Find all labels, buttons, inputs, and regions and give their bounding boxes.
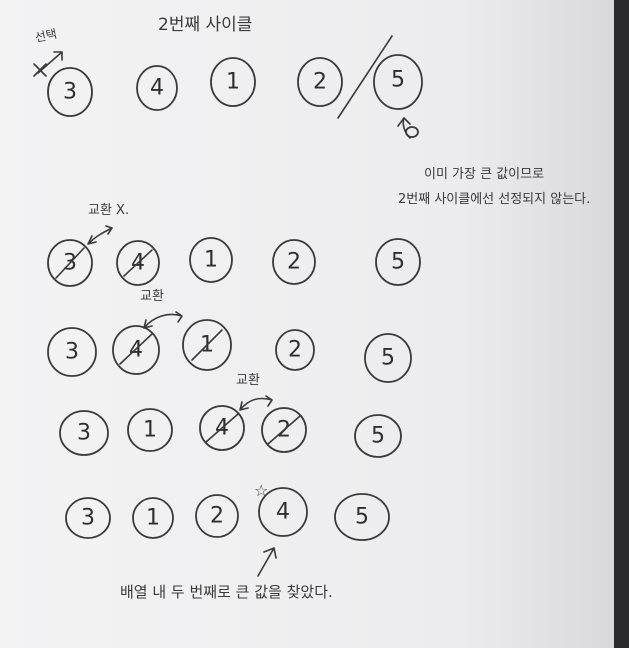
row-3-swap-arrow — [143, 311, 183, 329]
row-1-circle-3: 1 — [226, 70, 240, 95]
row-5-circle-5: 5 — [355, 505, 369, 530]
row-3-circle-1: 3 — [65, 340, 79, 365]
row-1-circle-4: 2 — [313, 70, 327, 95]
star-mark: ☆ — [254, 481, 268, 500]
row-4-swap-arrow — [239, 395, 273, 411]
note-top-arrow-loop — [405, 126, 419, 138]
select-cross-mark — [33, 63, 47, 77]
row-1-circle-1: 3 — [63, 80, 77, 105]
note-top-line-2: 2번째 사이클에선 선정되지 않는다. — [398, 192, 590, 207]
row-2-circle-4: 2 — [287, 250, 301, 275]
note-bottom: 배열 내 두 번째로 큰 값을 찾았다. — [120, 583, 333, 601]
row-3: 3 4 1 2 5 — [47, 319, 412, 383]
row-2-circle-5: 5 — [391, 250, 405, 275]
paper-sheet — [0, 0, 614, 648]
dark-edge — [614, 0, 629, 648]
row-3-circle-4: 2 — [288, 338, 302, 363]
row-1: 3 4 1 2 5 — [47, 35, 423, 119]
row-4-annotation: 교환 — [236, 373, 260, 388]
row-5-circle-4: 4 — [276, 500, 290, 525]
row-3-circle-5: 5 — [381, 346, 395, 371]
row-1-circle-5: 5 — [391, 68, 405, 93]
row-5: 3 1 2 4 5 — [65, 487, 390, 541]
select-label: 선택 — [34, 27, 59, 45]
row-2-swap-arrow — [87, 225, 113, 245]
divider-slash — [337, 35, 393, 119]
row-4: 3 1 4 2 5 — [59, 405, 402, 458]
row-2-annotation: 교환 X. — [88, 203, 129, 218]
row-4-circle-2: 1 — [143, 418, 157, 443]
row-4-circle-1: 3 — [77, 421, 91, 446]
note-top-line-1: 이미 가장 큰 값이므로 — [424, 167, 544, 182]
row-5-circle-1: 3 — [81, 506, 95, 531]
row-3-annotation: 교환 — [140, 289, 164, 304]
row-4-circle-5: 5 — [371, 424, 385, 449]
row-5-circle-2: 1 — [146, 506, 160, 531]
diagram-title: 2번째 사이클 — [158, 15, 252, 35]
row-1-circle-2: 4 — [150, 76, 164, 101]
note-bottom-arrow — [257, 547, 277, 577]
select-arrow — [37, 51, 63, 74]
row-2: 3 4 1 2 5 — [47, 237, 421, 287]
row-2-circle-3: 1 — [204, 248, 218, 273]
row-5-circle-3: 2 — [210, 504, 224, 529]
